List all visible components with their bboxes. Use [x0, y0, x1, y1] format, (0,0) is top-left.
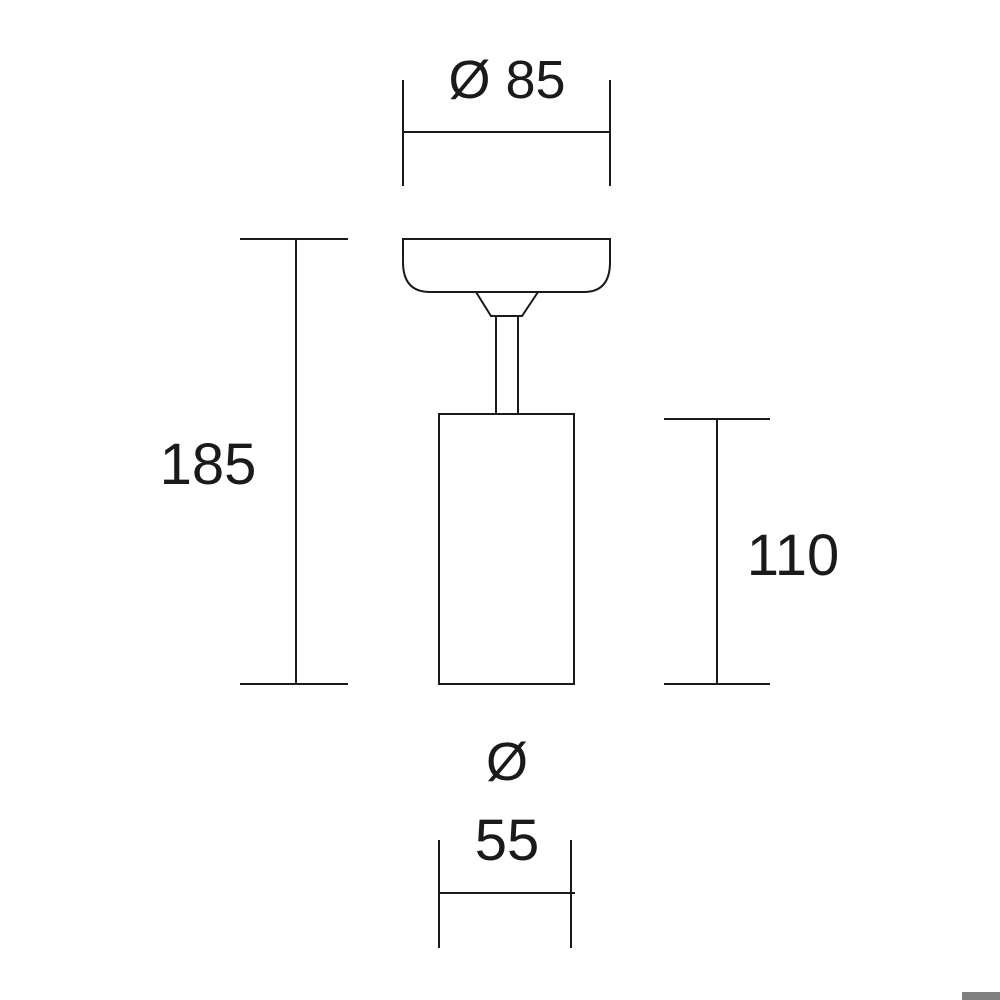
body-height-label: 110 [747, 523, 839, 588]
canopy-diameter-label: Ø 85 [448, 50, 565, 110]
body-height-dimension: 110 [664, 418, 839, 685]
canopy-connector [474, 291, 540, 317]
body-diameter-value: 55 [475, 808, 540, 873]
corner-mark [962, 992, 1000, 1000]
total-height-dimension: 185 [160, 238, 348, 685]
fixture-stem [495, 315, 519, 415]
body-diameter-dimension: Ø 55 [438, 732, 575, 948]
fixture-body [438, 413, 575, 685]
canopy-diameter-dimension: Ø 85 [402, 50, 611, 186]
ceiling-canopy [402, 238, 611, 293]
total-height-label: 185 [160, 432, 257, 497]
body-diameter-symbol: Ø [486, 732, 528, 792]
